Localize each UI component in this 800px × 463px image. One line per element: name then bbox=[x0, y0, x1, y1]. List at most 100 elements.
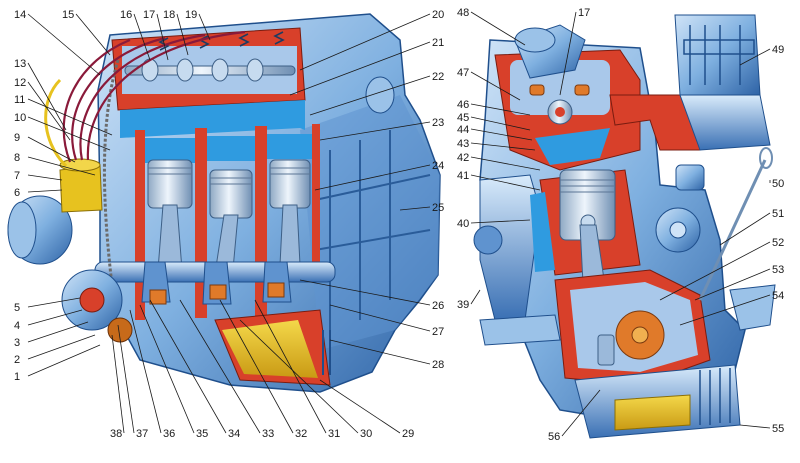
callout-label-23: 23 bbox=[432, 117, 444, 129]
leader-line-44 bbox=[470, 128, 533, 141]
thermostat-housing bbox=[365, 76, 395, 114]
leader-line-9 bbox=[27, 136, 76, 163]
callout-label-13: 13 bbox=[14, 58, 26, 70]
leader-line-14 bbox=[27, 13, 101, 76]
piston-2 bbox=[209, 169, 253, 219]
block-ribs bbox=[314, 130, 431, 330]
leader-line-23 bbox=[319, 121, 431, 141]
callout-label-10: 10 bbox=[14, 112, 26, 124]
callout-label-12: 12 bbox=[14, 77, 26, 89]
callout-label-19: 19 bbox=[185, 9, 197, 21]
callout-label-55: 55 bbox=[772, 423, 784, 435]
callout-label-28: 28 bbox=[432, 359, 444, 371]
leader-line-11 bbox=[27, 98, 113, 136]
leader-line-47 bbox=[470, 71, 521, 101]
leader-line-10 bbox=[27, 116, 111, 151]
callout-label-51: 51 bbox=[772, 208, 784, 220]
callout-label-49: 49 bbox=[772, 44, 784, 56]
right-engine-view bbox=[473, 14, 776, 439]
callout-label-37: 37 bbox=[136, 428, 148, 440]
coolant-between-cylinders bbox=[145, 134, 312, 163]
callout-label-52: 52 bbox=[772, 237, 784, 249]
callout-label-44: 44 bbox=[457, 124, 469, 136]
callout-label-33: 33 bbox=[262, 428, 274, 440]
camshaft-lobes bbox=[141, 58, 264, 82]
callout-label-31: 31 bbox=[328, 428, 340, 440]
leader-line-17a bbox=[156, 13, 169, 61]
leader-line-7 bbox=[27, 174, 63, 181]
leader-line-51 bbox=[719, 212, 771, 246]
leader-line-43 bbox=[470, 142, 536, 151]
leader-line-22 bbox=[309, 75, 431, 116]
leader-line-12 bbox=[27, 81, 71, 141]
leader-line-27 bbox=[329, 304, 431, 332]
callout-label-6: 6 bbox=[14, 187, 20, 199]
callout-label-15: 15 bbox=[62, 9, 74, 21]
leader-line-56 bbox=[561, 389, 601, 437]
leader-line-30 bbox=[239, 319, 359, 434]
leader-line-41 bbox=[470, 174, 541, 191]
leader-line-39 bbox=[470, 289, 481, 305]
callout-label-25: 25 bbox=[432, 202, 444, 214]
callout-label-17b: 17 bbox=[578, 7, 590, 19]
oil-pump bbox=[597, 334, 615, 366]
callout-label-27: 27 bbox=[432, 326, 444, 338]
leader-line-55 bbox=[739, 424, 771, 429]
callout-label-20: 20 bbox=[432, 9, 444, 21]
leader-line-37 bbox=[117, 324, 135, 434]
leader-line-45 bbox=[470, 116, 531, 131]
callout-label-3: 3 bbox=[14, 337, 20, 349]
transverse-oil bbox=[614, 394, 691, 431]
callout-label-14: 14 bbox=[14, 9, 26, 21]
leader-line-32 bbox=[219, 299, 294, 434]
leader-line-21 bbox=[289, 41, 431, 96]
callout-label-30: 30 bbox=[360, 428, 372, 440]
leader-line-20 bbox=[299, 13, 431, 71]
fuel-pump bbox=[675, 164, 705, 191]
callout-label-40: 40 bbox=[457, 218, 469, 230]
water-pump-hub bbox=[669, 221, 687, 239]
carburetor-details bbox=[683, 25, 755, 85]
callout-label-36: 36 bbox=[163, 428, 175, 440]
callout-label-41: 41 bbox=[457, 170, 469, 182]
callout-label-16: 16 bbox=[120, 9, 132, 21]
callout-label-39: 39 bbox=[457, 299, 469, 311]
leader-line-31 bbox=[254, 299, 327, 434]
dipstick-handle bbox=[759, 147, 773, 169]
callout-label-34: 34 bbox=[228, 428, 240, 440]
dipstick bbox=[698, 159, 767, 301]
leader-line-6 bbox=[27, 189, 63, 193]
carburetor bbox=[674, 14, 761, 96]
left-engine-view bbox=[7, 13, 441, 393]
engine-mount-bracket bbox=[479, 314, 561, 346]
leader-line-49 bbox=[739, 48, 771, 66]
callout-label-21: 21 bbox=[432, 37, 444, 49]
leader-line-17b bbox=[559, 11, 577, 96]
callout-label-24: 24 bbox=[432, 160, 444, 172]
leader-line-42 bbox=[470, 156, 541, 171]
callout-label-17a: 17 bbox=[143, 9, 155, 21]
callout-label-32: 32 bbox=[295, 428, 307, 440]
leader-line-53 bbox=[694, 268, 771, 301]
callout-label-43: 43 bbox=[457, 138, 469, 150]
leader-lines bbox=[27, 11, 771, 437]
callout-label-8: 8 bbox=[14, 152, 20, 164]
leader-line-38 bbox=[111, 334, 125, 434]
transverse-cylinder-coolant bbox=[530, 192, 555, 272]
timing-sprocket bbox=[107, 317, 133, 343]
transverse-piston-rings bbox=[560, 179, 615, 193]
callout-label-47: 47 bbox=[457, 67, 469, 79]
leader-line-13 bbox=[27, 62, 67, 131]
leader-line-36 bbox=[129, 309, 162, 434]
callout-label-4: 4 bbox=[14, 320, 20, 332]
leader-line-16 bbox=[133, 13, 151, 61]
spark-plug-wires bbox=[62, 30, 246, 163]
piston-3 bbox=[269, 159, 311, 209]
piston-rings bbox=[148, 167, 310, 185]
leader-line-46 bbox=[470, 103, 531, 116]
pan-fins bbox=[322, 330, 331, 375]
leader-line-1 bbox=[27, 344, 101, 377]
callout-label-38: 38 bbox=[110, 428, 122, 440]
